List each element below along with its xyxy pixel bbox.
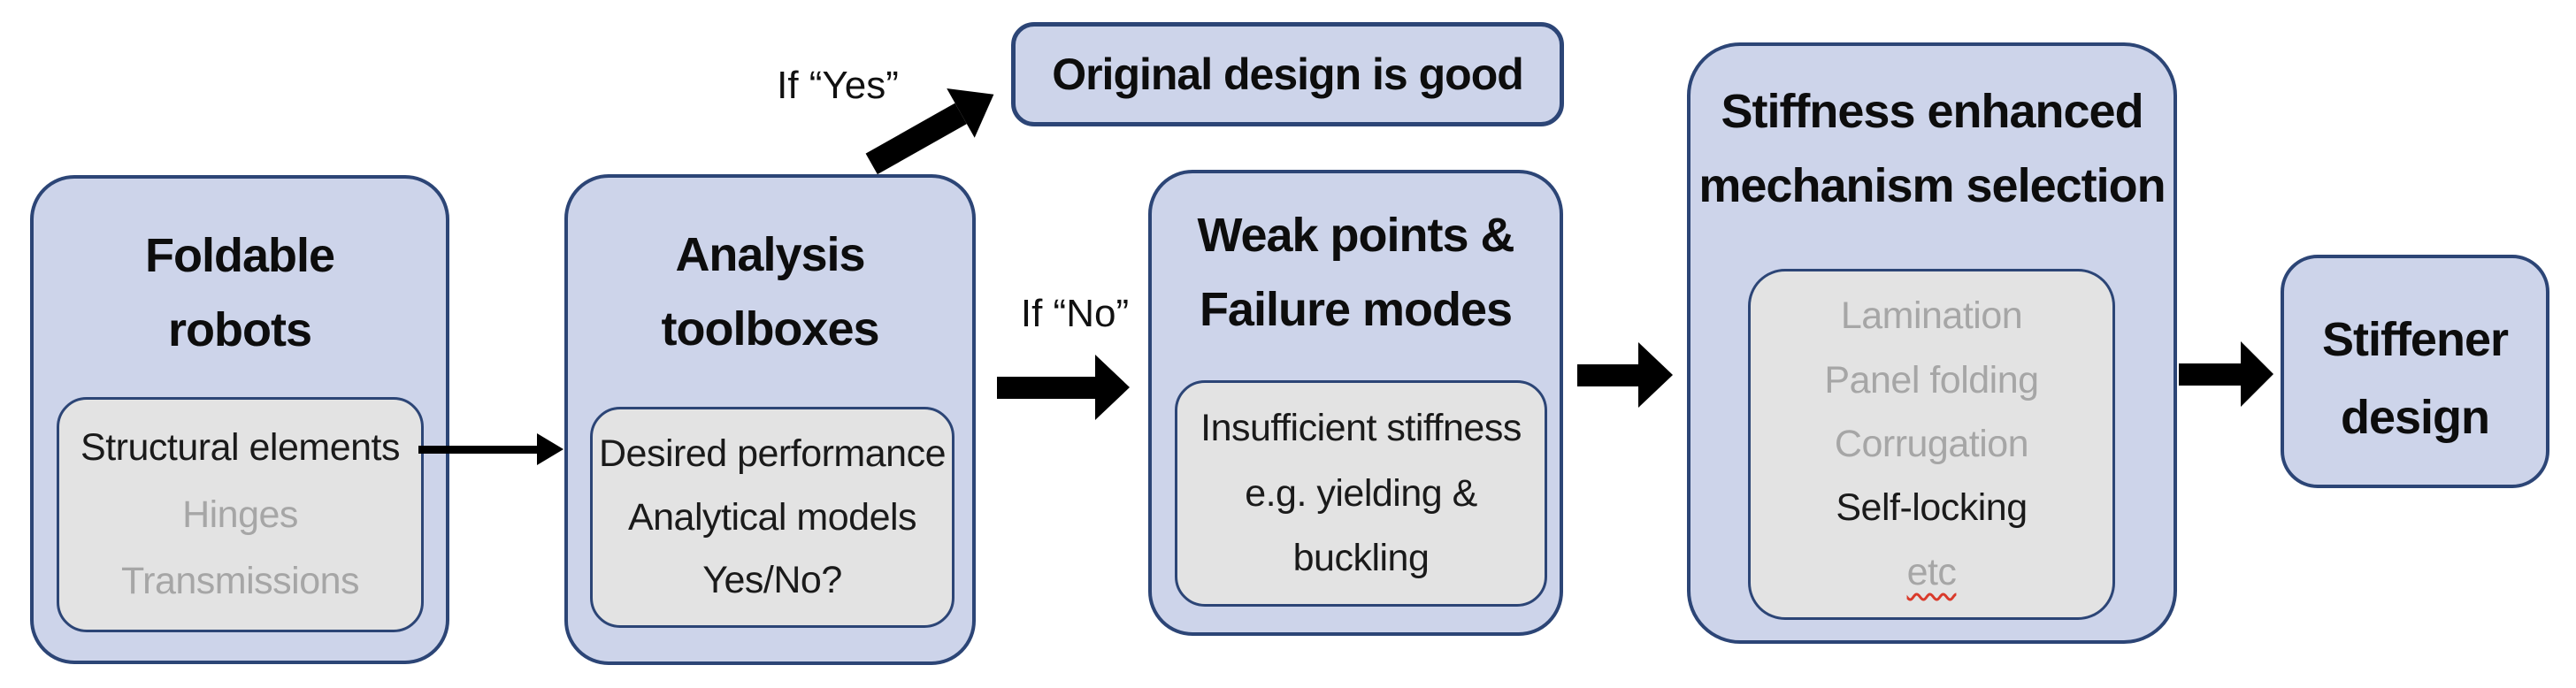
title-line: Failure modes: [1199, 283, 1513, 336]
arrow-shaft: [997, 376, 1095, 399]
list-item: Panel folding: [1824, 358, 2039, 401]
title-line: Weak points &: [1197, 209, 1514, 262]
title-line: Foldable: [144, 229, 335, 282]
inner-options-box: Lamination Panel folding Corrugation Sel…: [1748, 269, 2115, 620]
node-title: Weak points & Failure modes: [1152, 198, 1560, 347]
arrow-shaft: [865, 103, 967, 174]
arrow-shaft: [2179, 363, 2241, 386]
title-line: toolboxes: [661, 302, 879, 355]
arrow-shaft: [418, 445, 537, 454]
node-foldable-robots: Foldable robots Structural elements Hing…: [30, 175, 449, 664]
node-stiffness-enhanced-mechanism-selection: Stiffness enhanced mechanism selection L…: [1687, 42, 2177, 644]
arrow-head-icon: [1638, 342, 1673, 408]
edge-label-if-yes: If “Yes”: [777, 64, 899, 107]
arrow-shaft: [1577, 363, 1638, 386]
list-item: e.g. yielding &: [1245, 471, 1477, 515]
arrow-head-icon: [537, 433, 564, 465]
inner-options-box: Desired performance Analytical models Ye…: [590, 407, 954, 628]
node-weak-points-failure-modes: Weak points & Failure modes Insufficient…: [1148, 170, 1563, 636]
title-line: robots: [168, 303, 312, 356]
node-analysis-toolboxes: Analysis toolboxes Desired performance A…: [564, 174, 976, 665]
title-line: Stiffness enhanced: [1721, 85, 2143, 138]
node-title: Foldable robots: [34, 218, 446, 367]
arrow-structural-to-analysis: [418, 433, 564, 465]
list-item-etc-spellcheck: etc: [1906, 550, 1957, 593]
arrow-head-icon: [1095, 355, 1130, 420]
list-item: Analytical models: [627, 495, 917, 539]
node-title: Stiffener design: [2284, 301, 2546, 456]
list-item: buckling: [1292, 536, 1430, 579]
node-title: Stiffness enhanced mechanism selection: [1690, 74, 2174, 223]
edge-label-if-no: If “No”: [1020, 292, 1130, 335]
node-title: Analysis toolboxes: [568, 218, 972, 366]
title-line: mechanism selection: [1698, 159, 2166, 212]
list-item: Transmissions: [120, 560, 360, 603]
title-line: Analysis: [675, 228, 865, 281]
node-title: Original design is good: [1052, 50, 1524, 99]
title-line: design: [2340, 391, 2490, 444]
list-item: Yes/No?: [702, 559, 842, 602]
arrow-weak-to-stiffness: [1577, 342, 1673, 408]
title-line: Stiffener: [2321, 313, 2509, 366]
list-item: Self-locking: [1836, 486, 2028, 530]
list-item: Lamination: [1840, 294, 2023, 338]
inner-options-box: Insufficient stiffness e.g. yielding & b…: [1175, 380, 1547, 607]
arrow-if-no: [997, 355, 1130, 420]
list-item: Insufficient stiffness: [1200, 407, 1522, 450]
arrow-head-icon: [2241, 341, 2273, 407]
node-stiffener-design: Stiffener design: [2281, 255, 2549, 488]
list-item: Desired performance: [598, 432, 947, 475]
list-item: Hinges: [182, 493, 298, 536]
list-item: Corrugation: [1834, 422, 2029, 465]
list-item: Structural elements: [80, 425, 400, 469]
inner-options-box: Structural elements Hinges Transmissions: [57, 397, 424, 632]
node-original-design-good: Original design is good: [1011, 22, 1564, 126]
arrow-stiffness-to-stiffener: [2179, 341, 2273, 407]
